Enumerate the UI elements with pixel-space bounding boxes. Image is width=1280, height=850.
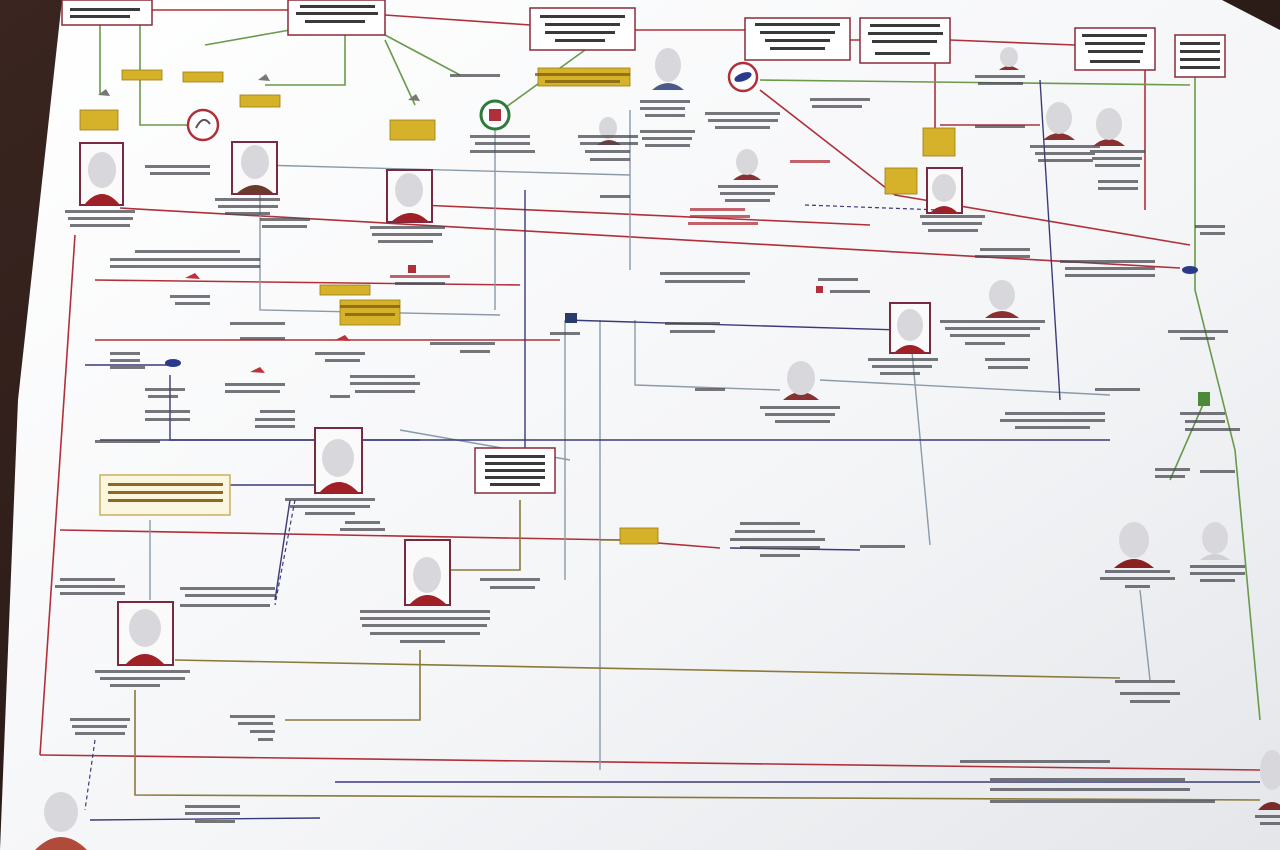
small-icons (98, 74, 1210, 406)
dashed-connectors (84, 204, 941, 811)
unframed-portraits (35, 47, 1280, 850)
event-box-text (70, 5, 1220, 502)
circle-icons (186, 61, 759, 142)
caption-text-bars (55, 73, 1280, 825)
red-link-lines (39, 9, 1261, 771)
highlight-tags (79, 67, 956, 545)
portrait-bodies (84, 185, 958, 665)
olive-link-lines (134, 500, 1261, 801)
portrait-faces (88, 145, 956, 647)
